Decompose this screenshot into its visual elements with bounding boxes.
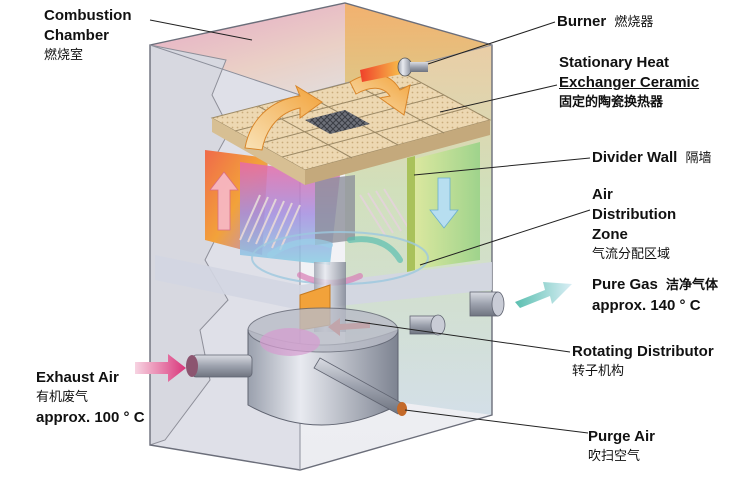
label-exhaust-air: Exhaust Air 有机废气 approx. 100 ° C xyxy=(36,368,145,428)
top-edge xyxy=(149,44,301,96)
air-distribution-line1: Air xyxy=(592,186,613,203)
outlet-pipe-mouth xyxy=(430,314,446,336)
burner-flame xyxy=(360,60,402,82)
label-air-distribution: Air Distribution Zone 气流分配区域 xyxy=(592,185,676,265)
lower-vessel-inner xyxy=(260,328,320,356)
leader-divider-wall xyxy=(413,157,591,176)
leader-heat-exchanger xyxy=(439,84,558,113)
rotating-distributor-cn: 转子机构 xyxy=(572,364,625,379)
leader-combustion xyxy=(149,19,253,41)
burner-nozzle xyxy=(397,57,413,77)
combustion-cn: 燃烧室 xyxy=(44,48,84,63)
cutaway-edge xyxy=(149,44,231,446)
housing-outline xyxy=(149,2,493,471)
ceramic-right-face xyxy=(305,120,490,185)
air-distribution-line3: Zone xyxy=(592,226,628,243)
leader-burner xyxy=(427,21,556,65)
leader-purge-air xyxy=(404,409,589,434)
air-distribution-cn: 气流分配区域 xyxy=(592,247,671,262)
up-arrow xyxy=(209,171,239,231)
heat-exchanger-line1: Stationary Heat xyxy=(559,54,670,71)
ceramic-bed xyxy=(210,69,492,185)
divider-wall xyxy=(407,156,415,272)
leader-air-distribution xyxy=(419,209,591,266)
label-combustion-chamber: Combustion Chamber 燃烧室 xyxy=(44,6,132,66)
exhaust-pipe xyxy=(191,354,253,378)
label-pure-gas: Pure Gas 洁净气体 approx. 140 ° C xyxy=(592,275,718,316)
burner xyxy=(360,57,428,82)
leader-rotating-distributor xyxy=(344,319,571,353)
chamber-flow-arrows xyxy=(209,171,459,231)
label-heat-exchanger: Stationary Heat Exchanger Ceramic 固定的陶瓷换… xyxy=(559,53,699,113)
exhaust-air-arrow xyxy=(135,354,186,382)
label-rotating-distributor: Rotating Distributor 转子机构 xyxy=(572,342,714,382)
burner-body xyxy=(410,62,428,72)
leader-lines xyxy=(149,19,591,434)
down-arrow xyxy=(429,177,459,229)
pure-gas-temp: approx. 140 ° C xyxy=(592,297,701,314)
rotating-distributor-text: Rotating Distributor xyxy=(572,343,714,360)
distributor-assembly xyxy=(186,231,505,426)
pure-gas-arrow xyxy=(515,282,572,308)
pure-gas-text: Pure Gas xyxy=(592,276,658,293)
hot-flow-arrow-left xyxy=(244,84,323,151)
heat-exchanger-line2: Exchanger Ceramic xyxy=(559,74,700,91)
exhaust-air-cn: 有机废气 xyxy=(36,390,89,405)
divider-wall-cn: 隔墙 xyxy=(685,151,712,166)
burner-text: Burner xyxy=(557,13,607,30)
combustion-line1: Combustion xyxy=(44,7,132,24)
ceramic-center-grid xyxy=(305,110,370,134)
pure-gas-line: Pure Gas 洁净气体 xyxy=(592,275,718,296)
center-column xyxy=(315,175,355,245)
purge-pipe-end xyxy=(397,402,407,416)
label-burner: Burner 燃烧器 xyxy=(557,12,653,33)
exhaust-air-temp: approx. 100 ° C xyxy=(36,409,145,426)
pure-gas-cn: 洁净气体 xyxy=(666,278,719,293)
exhaust-pipe-mouth xyxy=(186,355,198,377)
label-divider-wall: Divider Wall 隔墙 xyxy=(592,148,712,169)
side-port-mouth xyxy=(491,291,505,317)
heat-exchanger-cn: 固定的陶瓷换热器 xyxy=(559,95,664,110)
ceramic-front-face xyxy=(212,118,305,185)
divider-wall-text: Divider Wall xyxy=(592,149,678,166)
label-purge-air: Purge Air 吹扫空气 xyxy=(588,427,655,467)
combustion-line2: Chamber xyxy=(44,27,110,44)
purge-air-text: Purge Air xyxy=(588,428,655,445)
exhaust-air-text: Exhaust Air xyxy=(36,369,119,386)
purge-pipe xyxy=(313,357,406,415)
burner-cn: 燃烧器 xyxy=(614,15,654,30)
purge-air-cn: 吹扫空气 xyxy=(588,449,641,464)
air-distribution-line2: Distribution xyxy=(592,206,677,223)
